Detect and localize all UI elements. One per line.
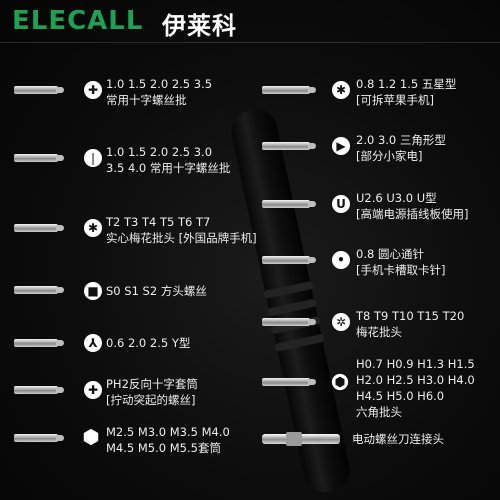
bit-image [14, 224, 64, 232]
bit-text: U2.6 U3.0 U型[高端电源插线板使用] [356, 191, 469, 221]
star-tip-icon: ✱ [332, 81, 350, 99]
header-divider [0, 42, 500, 43]
pin-tip-icon: • [332, 251, 350, 269]
adapter-bit-icon [262, 432, 340, 446]
bit-image [262, 256, 316, 264]
bit-image [14, 86, 64, 94]
torx-tip-icon: ✱ [84, 219, 102, 237]
u-tip-icon: U [332, 195, 350, 213]
bit-image [14, 386, 64, 394]
bit-image [262, 86, 316, 94]
bit-image [262, 378, 316, 386]
brand-logo: ELECALL [12, 6, 144, 36]
bit-text: S0 S1 S2 方头螺丝 [106, 284, 207, 298]
slot-tip-icon: ❘ [84, 149, 102, 167]
bit-text: 0.6 2.0 2.5 Y型 [106, 336, 191, 350]
bit-image [262, 200, 316, 208]
hex-socket-icon [83, 428, 99, 446]
y-tip-icon: ⅄ [84, 334, 102, 352]
bit-image [14, 339, 64, 347]
bit-text: 2.0 3.0 三角形型[部分小家电] [356, 133, 446, 163]
ph2-socket-icon: ✚ [84, 381, 102, 399]
square-tip-icon: ■ [84, 282, 102, 300]
bit-text: PH2反向十字套筒[拧动突起的螺丝] [106, 377, 198, 407]
hex-tip-icon [331, 373, 349, 391]
header: ELECALL 伊莱科 [0, 0, 500, 42]
brand-name-cn: 伊莱科 [162, 12, 237, 40]
bit-image [262, 142, 316, 150]
cross-tip-icon: ✚ [84, 81, 102, 99]
bit-text: 电动螺丝刀连接头 [352, 432, 444, 446]
torx-hollow-icon: ✲ [332, 313, 350, 331]
bit-image [262, 318, 316, 326]
bit-image [14, 286, 64, 294]
bit-image [14, 434, 64, 442]
bit-image [14, 154, 64, 162]
triangle-tip-icon: ▶ [332, 137, 350, 155]
bit-text: 0.8 1.2 1.5 五星型[可拆苹果手机] [356, 77, 457, 107]
bit-text: 0.8 圆心通针[手机卡槽取卡针] [356, 247, 446, 277]
